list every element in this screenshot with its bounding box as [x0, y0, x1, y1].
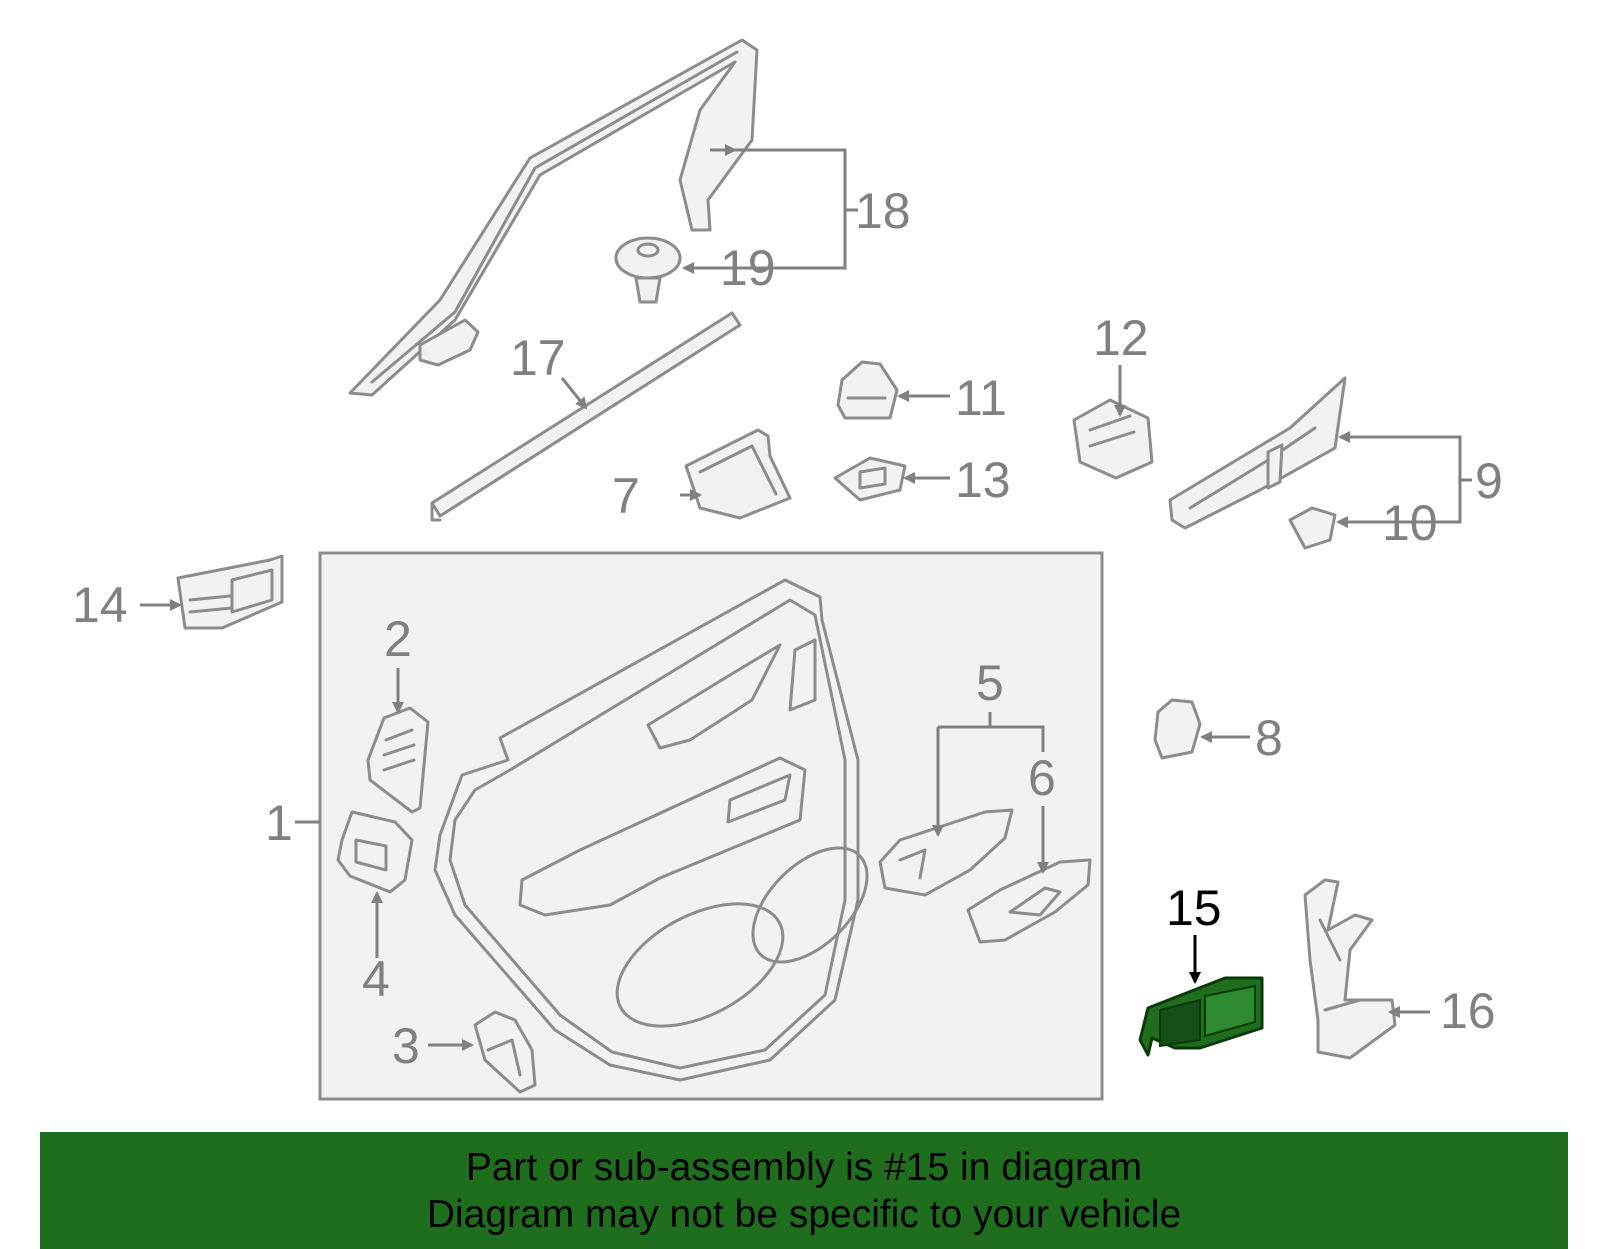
callout-16: 16: [1440, 983, 1496, 1039]
part-13-bezel[interactable]: [833, 456, 907, 502]
part-11-bracket[interactable]: [836, 360, 899, 420]
callout-15: 15: [1166, 880, 1222, 936]
callout-17: 17: [510, 330, 566, 386]
part-8-switch[interactable]: [1153, 698, 1202, 760]
info-banner: Part or sub-assembly is #15 in diagram D…: [40, 1132, 1568, 1249]
part-7-trim-piece[interactable]: [684, 428, 792, 520]
callout-2: 2: [384, 611, 412, 667]
leader-lines: [140, 144, 1472, 1051]
callout-13: 13: [955, 452, 1011, 508]
callout-1: 1: [265, 795, 293, 851]
part-17-belt-molding[interactable]: [430, 311, 742, 522]
callout-14: 14: [72, 577, 128, 633]
part-19-clip[interactable]: [614, 236, 682, 304]
callout-18: 18: [855, 183, 911, 239]
part-6-handle-bezel[interactable]: [966, 858, 1092, 944]
part-3-bracket[interactable]: [473, 1010, 537, 1094]
callout-9: 9: [1475, 453, 1503, 509]
part-9-armrest-trim[interactable]: [1168, 376, 1347, 530]
part-10-insert[interactable]: [1288, 506, 1337, 550]
callout-3: 3: [392, 1018, 420, 1074]
part-1-door-trim-panel[interactable]: [433, 578, 888, 1082]
banner-line-2: Diagram may not be specific to your vehi…: [426, 1193, 1182, 1236]
callout-7: 7: [612, 468, 640, 524]
part-5-inner-handle[interactable]: [878, 808, 1014, 897]
callout-5: 5: [976, 655, 1004, 711]
callout-10: 10: [1382, 495, 1438, 551]
part-16-bracket[interactable]: [1303, 878, 1397, 1060]
callout-11: 11: [955, 370, 1007, 426]
part-15-highlighted[interactable]: [1138, 976, 1264, 1057]
part-4-switch-bezel[interactable]: [336, 810, 414, 894]
callout-6: 6: [1028, 750, 1056, 806]
callout-4: 4: [362, 951, 390, 1007]
part-14-handle-housing[interactable]: [176, 554, 284, 630]
callout-19: 19: [720, 240, 776, 296]
part-18-frame-molding[interactable]: [348, 38, 759, 397]
part-2-bracket[interactable]: [366, 706, 430, 814]
callout-12: 12: [1093, 310, 1149, 366]
callout-8: 8: [1255, 710, 1283, 766]
banner-line-1: Part or sub-assembly is #15 in diagram: [465, 1146, 1143, 1189]
part-12-switch[interactable]: [1072, 398, 1154, 480]
